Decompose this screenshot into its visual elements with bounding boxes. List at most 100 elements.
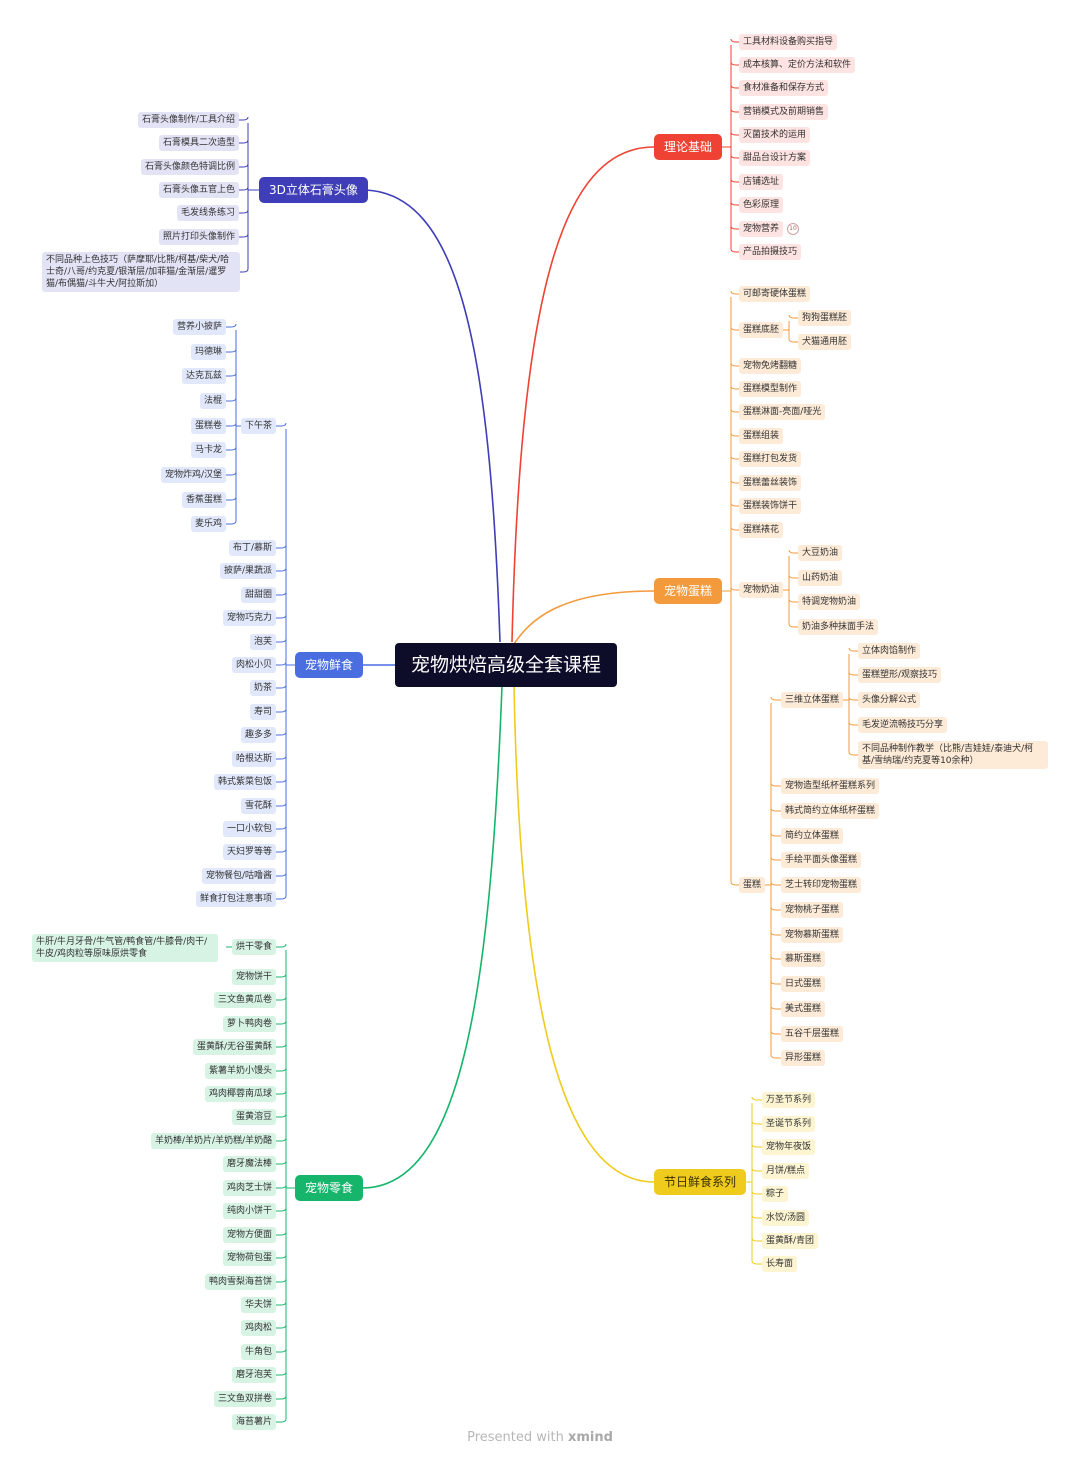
cake-type-item[interactable]: 宠物造型纸杯蛋糕系列 — [781, 778, 880, 794]
fresh-item[interactable]: 雪花酥 — [241, 798, 277, 814]
snack-item[interactable]: 宠物荷包蛋 — [223, 1250, 277, 1266]
snack-item[interactable]: 蛋黄溶豆 — [232, 1109, 277, 1125]
cake-item[interactable]: 蛋糕装饰饼干 — [739, 498, 802, 514]
cake-item[interactable]: 蛋糕蕾丝装饰 — [739, 475, 802, 491]
theory-item[interactable]: 营销模式及前期销售 — [739, 104, 829, 120]
fresh-item[interactable]: 鲜食打包注意事项 — [196, 891, 277, 907]
branch-snack[interactable]: 宠物零食 — [295, 1175, 364, 1201]
fresh-tea-item[interactable]: 麦乐鸡 — [191, 516, 227, 532]
stone-item[interactable]: 照片打印头像制作 — [159, 229, 240, 245]
fresh-item[interactable]: 宠物餐包/咕噜酱 — [202, 868, 277, 884]
stone-item[interactable]: 毛发线条练习 — [177, 205, 240, 221]
fresh-item[interactable]: 寿司 — [250, 704, 277, 720]
fresh-tea-item[interactable]: 马卡龙 — [191, 442, 227, 458]
fresh-item[interactable]: 趣多多 — [241, 727, 277, 743]
fresh-item[interactable]: 肉松小贝 — [232, 657, 277, 673]
stone-item[interactable]: 石膏头像五官上色 — [159, 182, 240, 198]
branch-stone[interactable]: 3D立体石膏头像 — [259, 177, 368, 203]
snack-item[interactable]: 鸡肉芝士饼 — [223, 1180, 277, 1196]
cake-type-item[interactable]: 手绘平面头像蛋糕 — [781, 852, 862, 868]
fresh-tea-item[interactable]: 蛋糕卷 — [191, 418, 227, 434]
snack-item[interactable]: 磨牙魔法棒 — [223, 1156, 277, 1172]
cake-3d-item[interactable]: 蛋糕塑形/观察技巧 — [858, 667, 942, 683]
snack-item[interactable]: 羊奶棒/羊奶片/羊奶糕/羊奶酪 — [151, 1133, 277, 1149]
fresh-tea-item[interactable]: 宠物炸鸡/汉堡 — [161, 467, 227, 483]
snack-item[interactable]: 蛋黄酥/无谷蛋黄酥 — [193, 1039, 277, 1055]
fresh-item[interactable]: 披萨/果蔬派 — [220, 563, 277, 579]
snack-item[interactable]: 海苔薯片 — [232, 1414, 277, 1430]
cake-type-item[interactable]: 美式蛋糕 — [781, 1001, 826, 1017]
cake-item[interactable]: 蛋糕组装 — [739, 428, 784, 444]
theory-item[interactable]: 店铺选址 — [739, 174, 784, 190]
branch-fresh[interactable]: 宠物鲜食 — [295, 652, 364, 678]
fresh-tea-item[interactable]: 香蕉蛋糕 — [182, 492, 227, 508]
cake-type-item[interactable]: 三维立体蛋糕 — [781, 692, 844, 708]
fresh-tea[interactable]: 下午茶 — [241, 418, 277, 434]
festival-item[interactable]: 宠物年夜饭 — [762, 1139, 816, 1155]
stone-item[interactable]: 石膏模具二次造型 — [159, 135, 240, 151]
theory-item[interactable]: 宠物营养 — [739, 221, 784, 237]
cake-item[interactable]: 蛋糕淋面-亮面/哑光 — [739, 404, 826, 420]
cake-item[interactable]: 宠物免烤翻糖 — [739, 358, 802, 374]
cake-type-item[interactable]: 异形蛋糕 — [781, 1050, 826, 1066]
snack-item[interactable]: 牛角包 — [241, 1344, 277, 1360]
cake-type-item[interactable]: 芝士转印宠物蛋糕 — [781, 877, 862, 893]
snack-item[interactable]: 纯肉小饼干 — [223, 1203, 277, 1219]
snack-item[interactable]: 磨牙泡芙 — [232, 1367, 277, 1383]
cake-item[interactable]: 蛋糕模型制作 — [739, 381, 802, 397]
fresh-item[interactable]: 甜甜圈 — [241, 587, 277, 603]
fresh-item[interactable]: 一口小软包 — [223, 821, 277, 837]
cake-item[interactable]: 蛋糕裱花 — [739, 522, 784, 538]
fresh-tea-item[interactable]: 玛德琳 — [191, 344, 227, 360]
cake-cream-item[interactable]: 特调宠物奶油 — [798, 594, 861, 610]
cake-cream-item[interactable]: 山药奶油 — [798, 570, 843, 586]
cake-3d-item[interactable]: 立体肉馅制作 — [858, 643, 921, 659]
cake-item[interactable]: 蛋糕 — [739, 877, 766, 893]
cake-type-item[interactable]: 韩式简约立体纸杯蛋糕 — [781, 803, 880, 819]
snack-item[interactable]: 紫薯羊奶小馒头 — [205, 1063, 277, 1079]
branch-festival[interactable]: 节日鲜食系列 — [654, 1169, 747, 1195]
snack-item[interactable]: 宠物方便面 — [223, 1227, 277, 1243]
fresh-item[interactable]: 布丁/慕斯 — [229, 540, 277, 556]
cake-type-item[interactable]: 宠物桃子蛋糕 — [781, 902, 844, 918]
theory-item[interactable]: 工具材料设备购买指导 — [739, 34, 838, 50]
fresh-item[interactable]: 天妇罗等等 — [223, 844, 277, 860]
snack-dry-item[interactable]: 牛肝/牛月牙骨/牛气管/鸭食管/牛膝骨/肉干/牛皮/鸡肉粒等原味原烘零食 — [32, 934, 218, 962]
festival-item[interactable]: 圣诞节系列 — [762, 1116, 816, 1132]
theory-item[interactable]: 甜品台设计方案 — [739, 150, 811, 166]
snack-item[interactable]: 宠物饼干 — [232, 969, 277, 985]
festival-item[interactable]: 粽子 — [762, 1186, 789, 1202]
cake-item[interactable]: 蛋糕打包发货 — [739, 451, 802, 467]
fresh-item[interactable]: 韩式紫菜包饭 — [214, 774, 277, 790]
cake-base-item[interactable]: 犬猫通用胚 — [798, 334, 852, 350]
central-topic[interactable]: 宠物烘焙高级全套课程 — [395, 643, 618, 687]
cake-3d-item[interactable]: 毛发逆流畅技巧分享 — [858, 717, 948, 733]
fresh-item[interactable]: 泡芙 — [250, 634, 277, 650]
fresh-item[interactable]: 奶茶 — [250, 680, 277, 696]
festival-item[interactable]: 万圣节系列 — [762, 1092, 816, 1108]
cake-cream-item[interactable]: 大豆奶油 — [798, 545, 843, 561]
collapsed-count-badge[interactable]: 10 — [787, 223, 799, 235]
fresh-item[interactable]: 哈根达斯 — [232, 751, 277, 767]
festival-item[interactable]: 蛋黄酥/青团 — [762, 1233, 819, 1249]
cake-item[interactable]: 蛋糕底胚 — [739, 322, 784, 338]
theory-item[interactable]: 食材准备和保存方式 — [739, 80, 829, 96]
branch-cake[interactable]: 宠物蛋糕 — [654, 578, 723, 604]
cake-base-item[interactable]: 狗狗蛋糕胚 — [798, 310, 852, 326]
cake-3d-item[interactable]: 不同品种制作教学（比熊/吉娃娃/泰迪犬/柯基/雪纳瑞/约克夏等10余种） — [858, 741, 1048, 769]
theory-item[interactable]: 灭菌技术的运用 — [739, 127, 811, 143]
branch-theory[interactable]: 理论基础 — [654, 134, 723, 160]
fresh-tea-item[interactable]: 法棍 — [200, 393, 227, 409]
cake-type-item[interactable]: 日式蛋糕 — [781, 976, 826, 992]
snack-item[interactable]: 鸭肉雪梨海苔饼 — [205, 1274, 277, 1290]
snack-item[interactable]: 鸡肉椰蓉南瓜球 — [205, 1086, 277, 1102]
stone-item[interactable]: 不同品种上色技巧（萨摩耶/比熊/柯基/柴犬/哈士奇/八哥/约克夏/银渐层/加菲猫… — [42, 252, 240, 292]
snack-dry[interactable]: 烘干零食 — [232, 939, 277, 955]
snack-item[interactable]: 鸡肉松 — [241, 1320, 277, 1336]
fresh-tea-item[interactable]: 营养小披萨 — [173, 319, 227, 335]
cake-type-item[interactable]: 简约立体蛋糕 — [781, 828, 844, 844]
cake-cream-item[interactable]: 奶油多种抹面手法 — [798, 619, 879, 635]
cake-item[interactable]: 宠物奶油 — [739, 582, 784, 598]
festival-item[interactable]: 月饼/糕点 — [762, 1163, 810, 1179]
snack-item[interactable]: 三文鱼黄瓜卷 — [214, 992, 277, 1008]
